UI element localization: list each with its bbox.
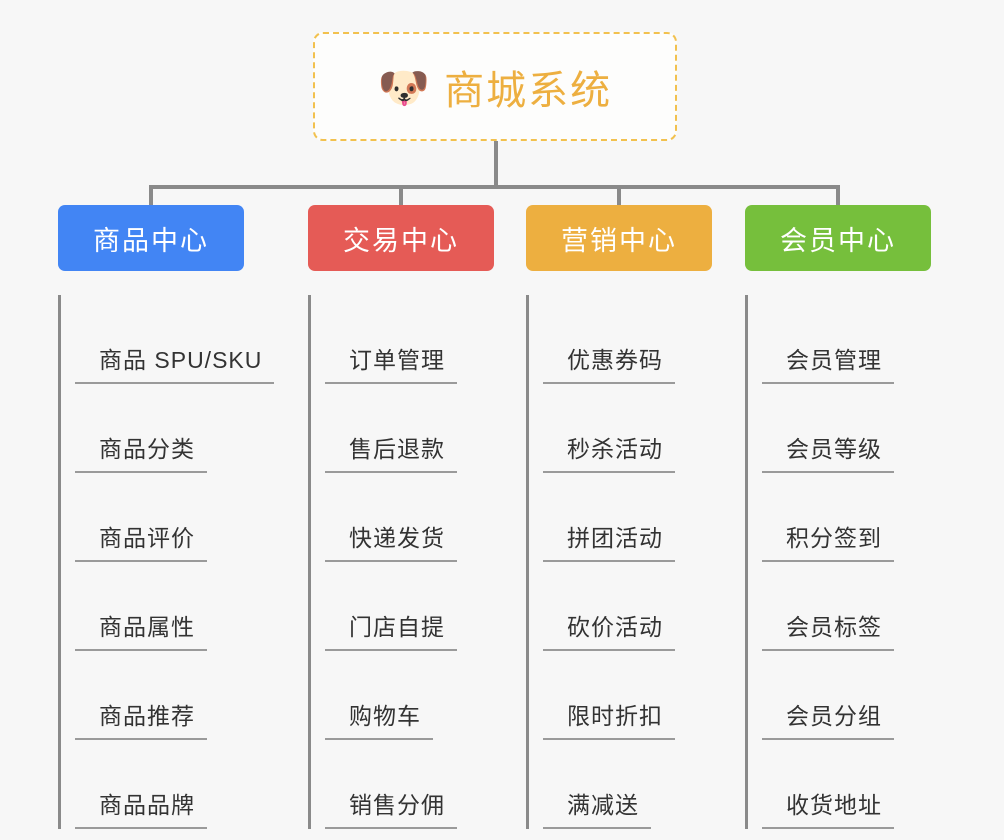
list-item[interactable]: 售后退款 [325,384,494,473]
child-label: 会员管理 [762,341,894,384]
child-label: 秒杀活动 [543,430,675,473]
branch-column-1: 商品中心 商品 SPU/SKU 商品分类 商品评价 商品属性 商品推荐 商品品牌 [58,205,275,829]
child-label: 收货地址 [762,786,894,829]
list-item[interactable]: 会员分组 [762,651,931,740]
list-item[interactable]: 门店自提 [325,562,494,651]
child-label: 会员分组 [762,697,894,740]
child-label: 售后退款 [325,430,457,473]
child-label: 会员标签 [762,608,894,651]
child-list-1: 商品 SPU/SKU 商品分类 商品评价 商品属性 商品推荐 商品品牌 [58,295,275,829]
list-item[interactable]: 快递发货 [325,473,494,562]
child-list-3: 优惠券码 秒杀活动 拼团活动 砍价活动 限时折扣 满减送 [526,295,712,829]
child-label: 满减送 [543,786,651,829]
list-item[interactable]: 商品属性 [75,562,244,651]
category-header-4[interactable]: 会员中心 [745,205,931,271]
list-item[interactable]: 购物车 [325,651,494,740]
child-label: 快递发货 [325,519,457,562]
child-label: 销售分佣 [325,786,457,829]
list-item[interactable]: 会员等级 [762,384,931,473]
child-label: 门店自提 [325,608,457,651]
child-label: 限时折扣 [543,697,675,740]
list-item[interactable]: 拼团活动 [543,473,712,562]
list-item[interactable]: 满减送 [543,740,712,829]
child-label: 商品品牌 [75,786,207,829]
list-item[interactable]: 商品品牌 [75,740,244,829]
child-label: 商品属性 [75,608,207,651]
list-item[interactable]: 积分签到 [762,473,931,562]
child-label: 商品评价 [75,519,207,562]
list-item[interactable]: 订单管理 [325,295,494,384]
category-header-3[interactable]: 营销中心 [526,205,712,271]
child-label: 拼团活动 [543,519,675,562]
connector-root-stem [494,141,498,186]
child-label: 商品 SPU/SKU [75,341,275,384]
child-label: 砍价活动 [543,608,675,651]
connector-drop-2 [399,185,403,209]
shiba-dog-emoji: 🐶 [377,63,431,111]
child-label: 会员等级 [762,430,894,473]
list-item[interactable]: 收货地址 [762,740,931,829]
list-item[interactable]: 会员管理 [762,295,931,384]
root-node-mall-system[interactable]: 🐶 商城系统 [313,32,677,141]
list-item[interactable]: 砍价活动 [543,562,712,651]
child-label: 购物车 [325,697,433,740]
list-item[interactable]: 商品 SPU/SKU [75,295,275,384]
child-list-4: 会员管理 会员等级 积分签到 会员标签 会员分组 收货地址 [745,295,931,829]
list-item[interactable]: 商品分类 [75,384,244,473]
list-item[interactable]: 销售分佣 [325,740,494,829]
connector-drop-3 [617,185,621,209]
list-item[interactable]: 商品推荐 [75,651,244,740]
child-label: 商品推荐 [75,697,207,740]
child-list-2: 订单管理 售后退款 快递发货 门店自提 购物车 销售分佣 [308,295,494,829]
category-header-1[interactable]: 商品中心 [58,205,244,271]
list-item[interactable]: 商品评价 [75,473,244,562]
connector-drop-4 [836,185,840,209]
root-node-title: 商城系统 [444,68,613,113]
branch-column-2: 交易中心 订单管理 售后退款 快递发货 门店自提 购物车 销售分佣 [308,205,494,829]
list-item[interactable]: 优惠券码 [543,295,712,384]
child-label: 商品分类 [75,430,207,473]
child-label: 优惠券码 [543,341,675,384]
connector-drop-1 [149,185,153,209]
branch-column-3: 营销中心 优惠券码 秒杀活动 拼团活动 砍价活动 限时折扣 满减送 [526,205,712,829]
child-label: 积分签到 [762,519,894,562]
list-item[interactable]: 会员标签 [762,562,931,651]
child-label: 订单管理 [325,341,457,384]
list-item[interactable]: 秒杀活动 [543,384,712,473]
list-item[interactable]: 限时折扣 [543,651,712,740]
category-header-2[interactable]: 交易中心 [308,205,494,271]
connector-horizontal-bus [149,185,840,189]
branch-column-4: 会员中心 会员管理 会员等级 积分签到 会员标签 会员分组 收货地址 [745,205,931,829]
